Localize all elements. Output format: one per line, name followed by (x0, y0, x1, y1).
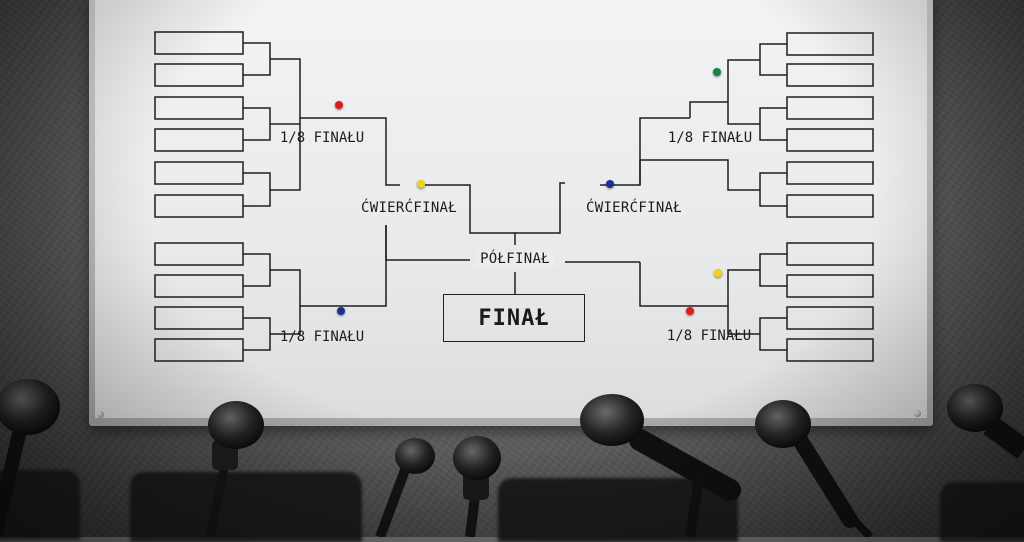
round-of-16-label: 1/8 FINAŁU (279, 130, 365, 146)
round-of-16-label: 1/8 FINAŁU (666, 328, 752, 344)
round-of-16-label: 1/8 FINAŁU (279, 329, 365, 345)
microphone-icon (375, 438, 435, 537)
yellow-magnet-icon (417, 180, 425, 188)
final-box: FINAŁ (443, 294, 585, 342)
round-of-16-label: 1/8 FINAŁU (667, 130, 753, 146)
quarterfinal-label: ĆWIERĆFINAŁ (585, 200, 683, 216)
chair-back (940, 482, 1024, 542)
final-label: FINAŁ (478, 305, 550, 331)
microphone-icon (205, 401, 264, 537)
yellow-magnet-icon (714, 269, 722, 277)
microphone-icon (0, 379, 60, 537)
quarterfinal-label: ĆWIERĆFINAŁ (360, 200, 458, 216)
blue-magnet-icon (337, 307, 345, 315)
screw-icon (914, 410, 921, 417)
microphone-icon (453, 436, 501, 537)
green-magnet-icon (713, 68, 721, 76)
blue-magnet-icon (606, 180, 614, 188)
microphone-icon (755, 400, 873, 537)
microphone-icon (580, 394, 741, 537)
red-magnet-icon (335, 101, 343, 109)
screw-icon (97, 411, 104, 418)
whiteboard (95, 0, 927, 418)
red-magnet-icon (686, 307, 694, 315)
chair-back (130, 472, 362, 542)
microphone-icon (947, 384, 1024, 459)
semifinal-label: PÓŁFINAŁ (476, 251, 554, 267)
